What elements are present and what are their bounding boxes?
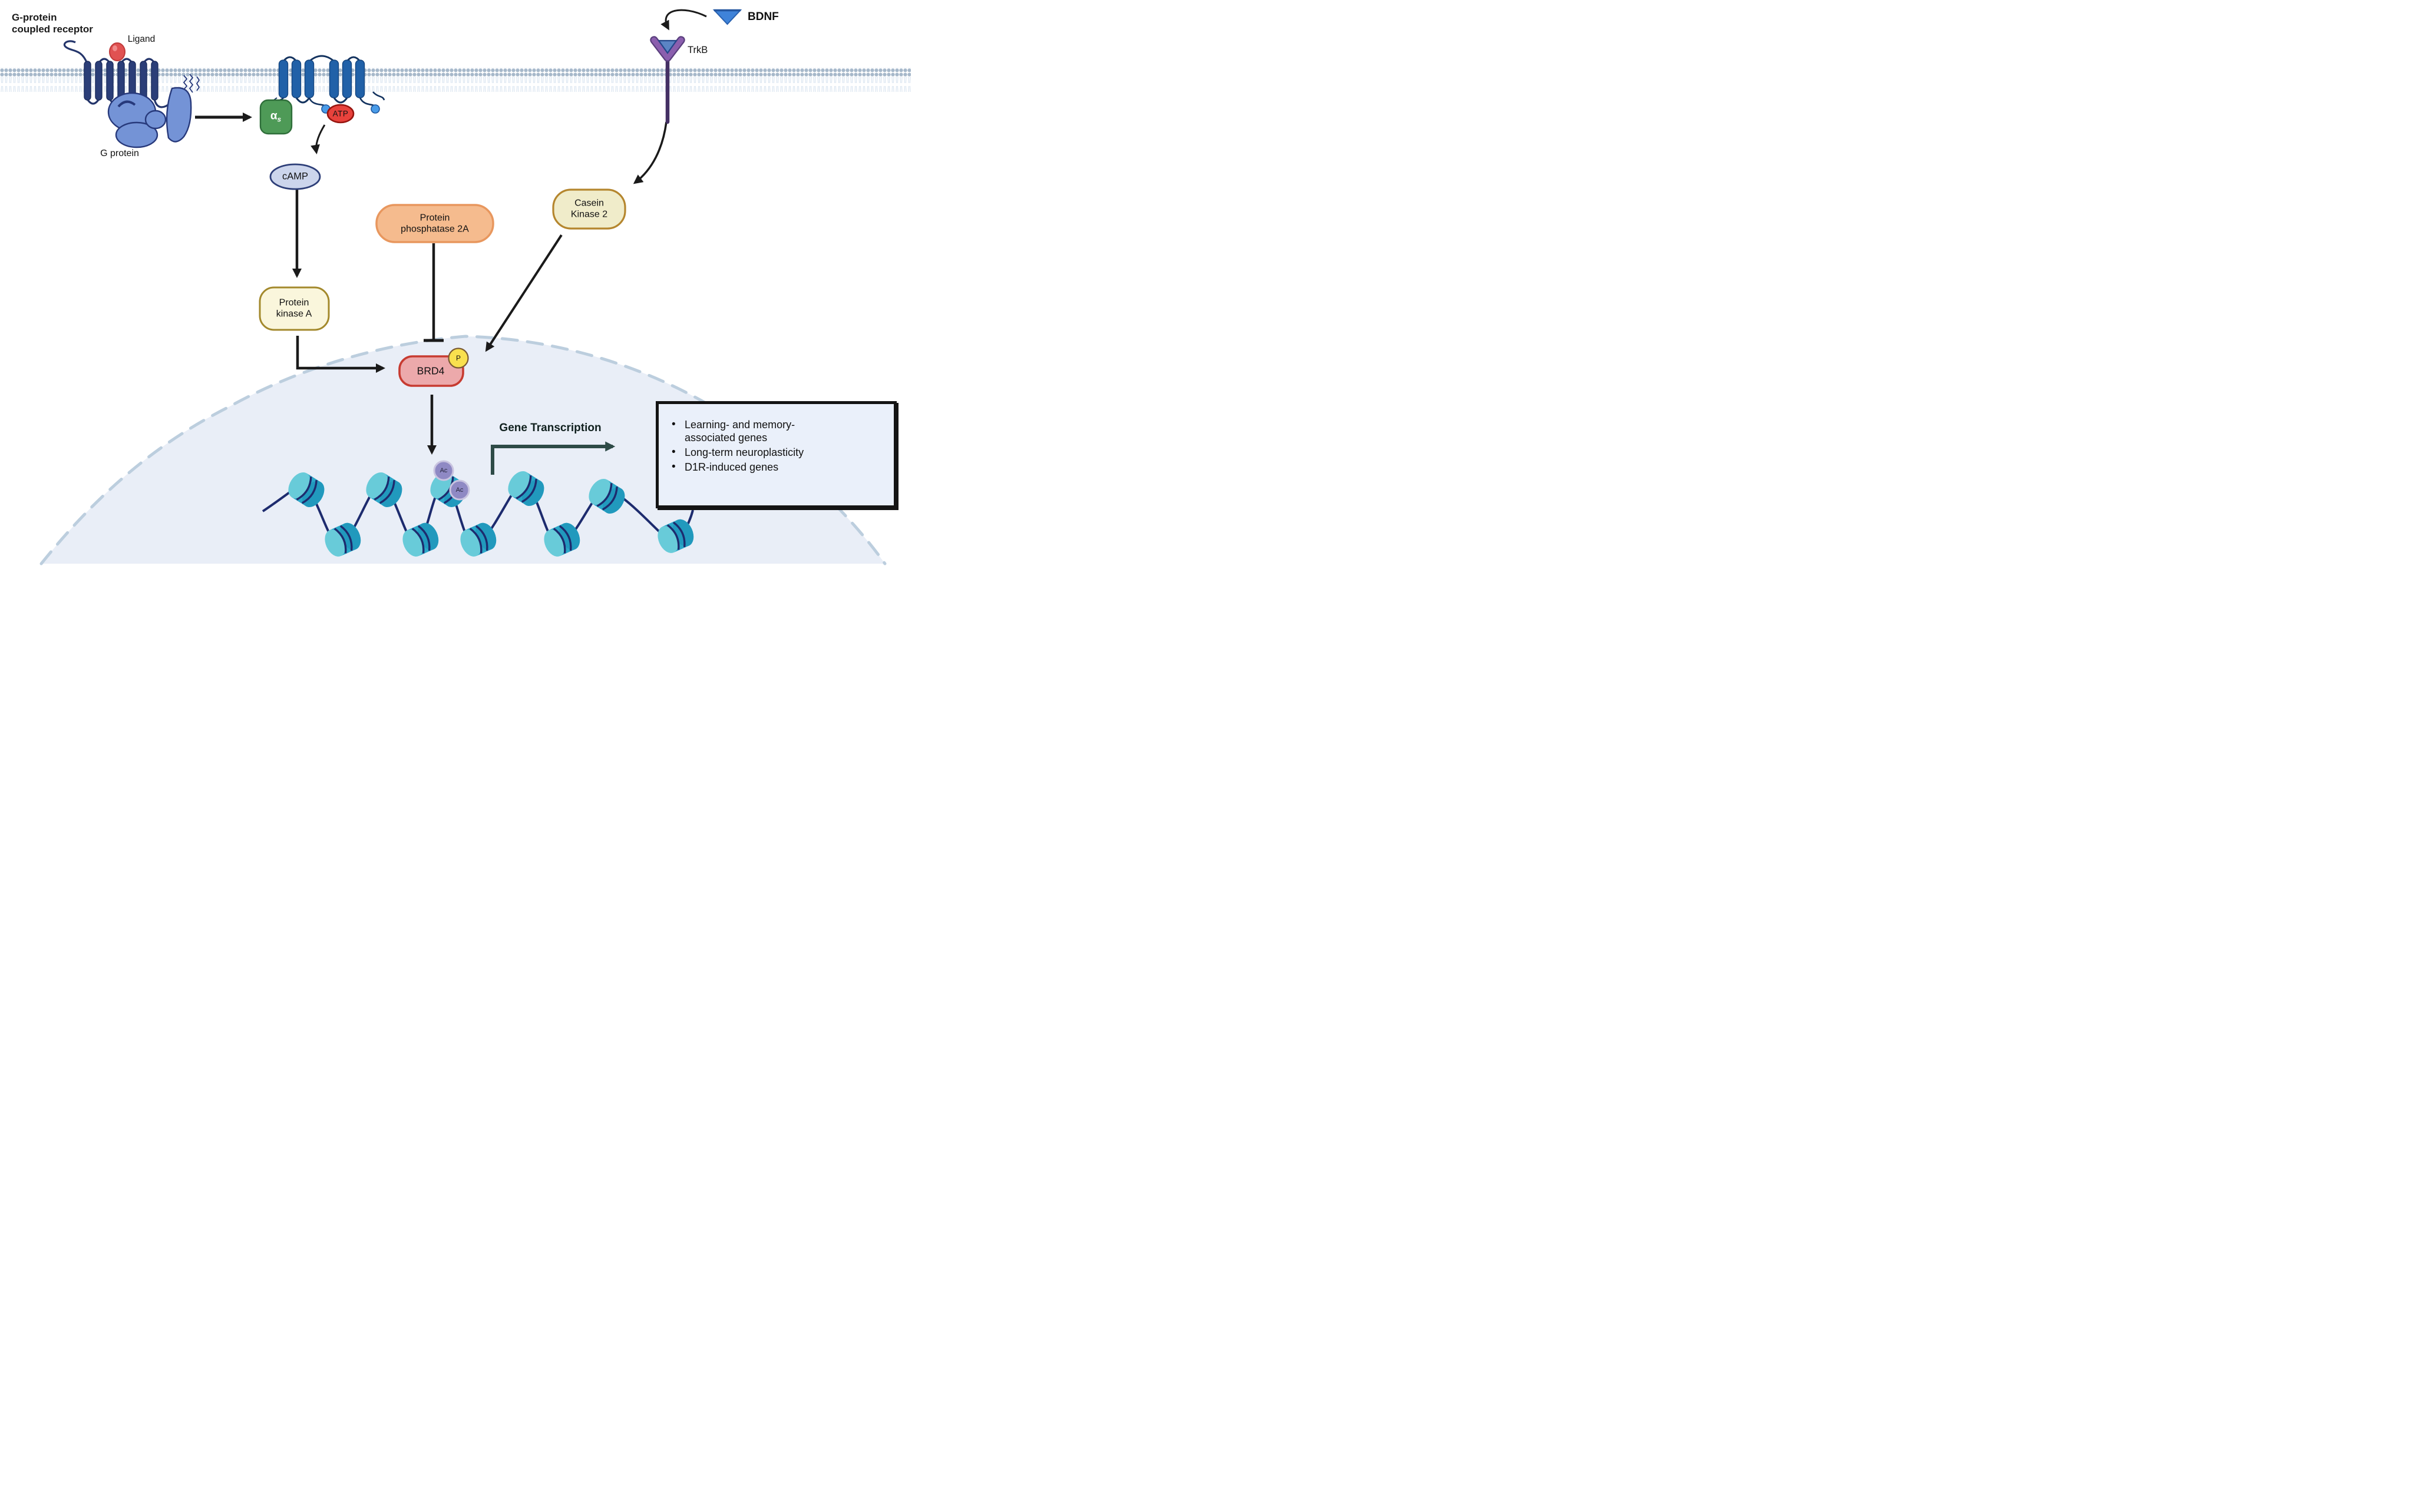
pp2a-label: Protein phosphatase 2A: [401, 213, 469, 235]
alpha-base: α: [270, 110, 278, 123]
outcome-2: Long-term neuroplasticity: [685, 446, 804, 458]
trkb-label: TrkB: [688, 45, 708, 55]
ck2-label-line1: Casein: [574, 198, 604, 209]
arrow-trkb-to-ck2: [633, 121, 668, 184]
acetyl-badge: [449, 479, 470, 501]
g-protein: [107, 74, 200, 148]
outcome-1-line2: associated genes: [685, 432, 768, 444]
atp-label: ATP: [332, 109, 349, 118]
transcription-start-arrow: [491, 441, 616, 475]
ck2-label-line2: Kinase 2: [570, 209, 608, 219]
camp-label: cAMP: [282, 171, 309, 182]
phospho-badge: [448, 348, 469, 369]
gpcr-receptor: [63, 40, 170, 108]
trkb-receptor: [650, 36, 685, 124]
adenylyl-cyclase: [274, 55, 385, 124]
pka-label-line2: kinase A: [276, 309, 312, 319]
atp-node: [326, 104, 355, 124]
regulatory-site-dot: [371, 104, 380, 114]
acetyl-label: Ac: [455, 487, 464, 494]
gpcr-title-line2: coupled receptor: [12, 23, 93, 35]
bullet-icon: •: [672, 446, 676, 458]
brd4-node: [398, 348, 469, 387]
outcomes-box: • Learning- and memory- associated genes…: [656, 401, 897, 508]
plasma-membrane: [0, 68, 911, 92]
phospho-label: P: [455, 354, 461, 362]
camp-node: [269, 163, 321, 190]
pp2a-label-line2: phosphatase 2A: [401, 224, 469, 234]
arrow-atp-to-camp: [310, 124, 326, 154]
ck2-label: Casein Kinase 2: [571, 198, 607, 220]
outcome-3: D1R-induced genes: [685, 461, 779, 473]
outcome-item: • Long-term neuroplasticity: [672, 446, 886, 459]
pp2a-label-line1: Protein: [419, 213, 450, 223]
alpha-s-subunit: [259, 97, 293, 135]
alpha-sub: s: [277, 115, 282, 124]
pka-node: [259, 286, 330, 331]
acetyl-badge: [433, 460, 454, 481]
outcome-1-line1: Learning- and memory-: [685, 419, 795, 431]
ligand-ball: [109, 42, 125, 61]
acetyl-label: Ac: [440, 467, 448, 474]
pp2a-node: [375, 204, 494, 243]
bound-bdnf-triangle: [657, 39, 678, 54]
arrow-pka-to-brd4: [296, 336, 385, 373]
alpha-s-label: αs: [270, 110, 281, 124]
bullet-icon: •: [672, 418, 676, 431]
gene-transcription-label: Gene Transcription: [499, 422, 602, 434]
gpcr-title: G-protein coupled receptor: [12, 12, 93, 35]
outcome-item: • D1R-induced genes: [672, 461, 886, 474]
pathway-diagram: G-protein coupled receptor Ligand G prot…: [0, 0, 911, 570]
arrow-bdnf-to-trkb: [660, 9, 707, 31]
ck2-node: [552, 188, 626, 230]
pka-label-line1: Protein: [279, 297, 309, 308]
pka-label: Protein kinase A: [276, 298, 312, 320]
gpcr-title-line1: G-protein: [12, 12, 57, 23]
g-protein-label: G protein: [100, 148, 139, 158]
outcome-item: • Learning- and memory- associated genes: [672, 418, 886, 444]
bdnf-ligand: [712, 9, 742, 25]
brd4-label: BRD4: [417, 365, 445, 377]
arrow-ck2-to-brd4: [485, 234, 563, 352]
nucleosome-chain: [283, 460, 699, 561]
bdnf-label: BDNF: [748, 11, 779, 23]
ligand-label: Ligand: [127, 34, 156, 44]
bullet-icon: •: [672, 461, 676, 473]
